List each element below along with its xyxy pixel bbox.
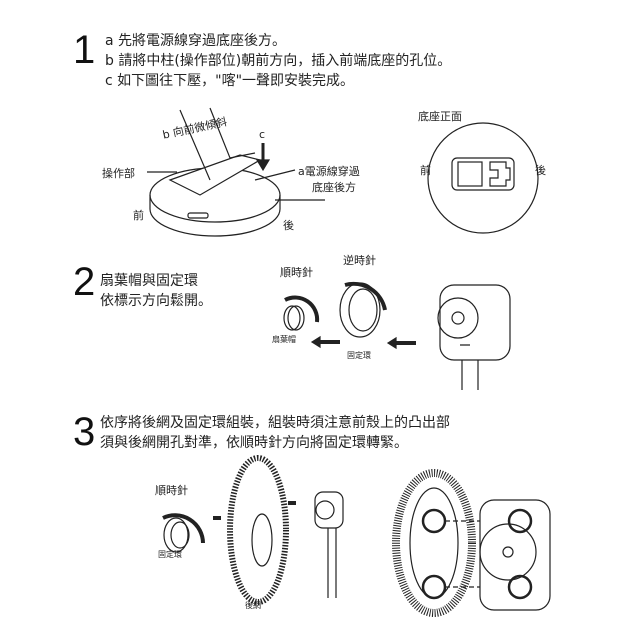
label-clockwise-3: 順時針 bbox=[155, 484, 188, 497]
label-ring: 固定環 bbox=[347, 351, 371, 360]
label-front: 前 bbox=[133, 209, 144, 222]
label-cable-a: a電源線穿過 bbox=[298, 165, 360, 178]
base-front-view bbox=[427, 122, 539, 234]
step1-line-a: a 先將電源線穿過底座後方。 bbox=[105, 33, 287, 49]
label-cap: 扇葉帽 bbox=[272, 335, 296, 344]
base-front-title: 底座正面 bbox=[418, 110, 462, 123]
step1-line-c: c 如下圖往下壓，"喀"一聲即安裝完成。 bbox=[105, 73, 355, 89]
cap-and-ring-illustration bbox=[283, 281, 511, 390]
assembly-illustration bbox=[162, 455, 551, 617]
label-counterclockwise: 逆時針 bbox=[343, 254, 376, 267]
label-clockwise: 順時針 bbox=[280, 266, 313, 279]
label-press: c bbox=[259, 128, 266, 141]
step3-line-2: 須與後網開孔對準，依順時針方向將固定環轉緊。 bbox=[100, 435, 408, 451]
label-back: 後 bbox=[283, 219, 294, 232]
label-control: 操作部 bbox=[102, 167, 135, 180]
step3-line-1: 依序將後網及固定環組裝，組裝時須注意前殼上的凸出部 bbox=[100, 415, 450, 431]
step3-number: 3 bbox=[73, 410, 96, 454]
step2-number: 2 bbox=[73, 260, 96, 304]
label-cable-b: 底座後方 bbox=[312, 181, 356, 194]
step2-line-2: 依標示方向鬆開。 bbox=[100, 293, 212, 309]
step1-line-b: b 請將中柱(操作部位)朝前方向，插入前端底座的孔位。 bbox=[105, 53, 452, 69]
step2-line-1: 扇葉帽與固定環 bbox=[100, 273, 198, 289]
base-back-label: 後 bbox=[535, 164, 546, 177]
step1-number: 1 bbox=[73, 28, 96, 72]
label-rear-guard: 後網 bbox=[245, 601, 261, 610]
base-front-label: 前 bbox=[420, 164, 431, 177]
label-ring-3: 固定環 bbox=[158, 550, 182, 559]
base-illustration bbox=[147, 107, 325, 237]
